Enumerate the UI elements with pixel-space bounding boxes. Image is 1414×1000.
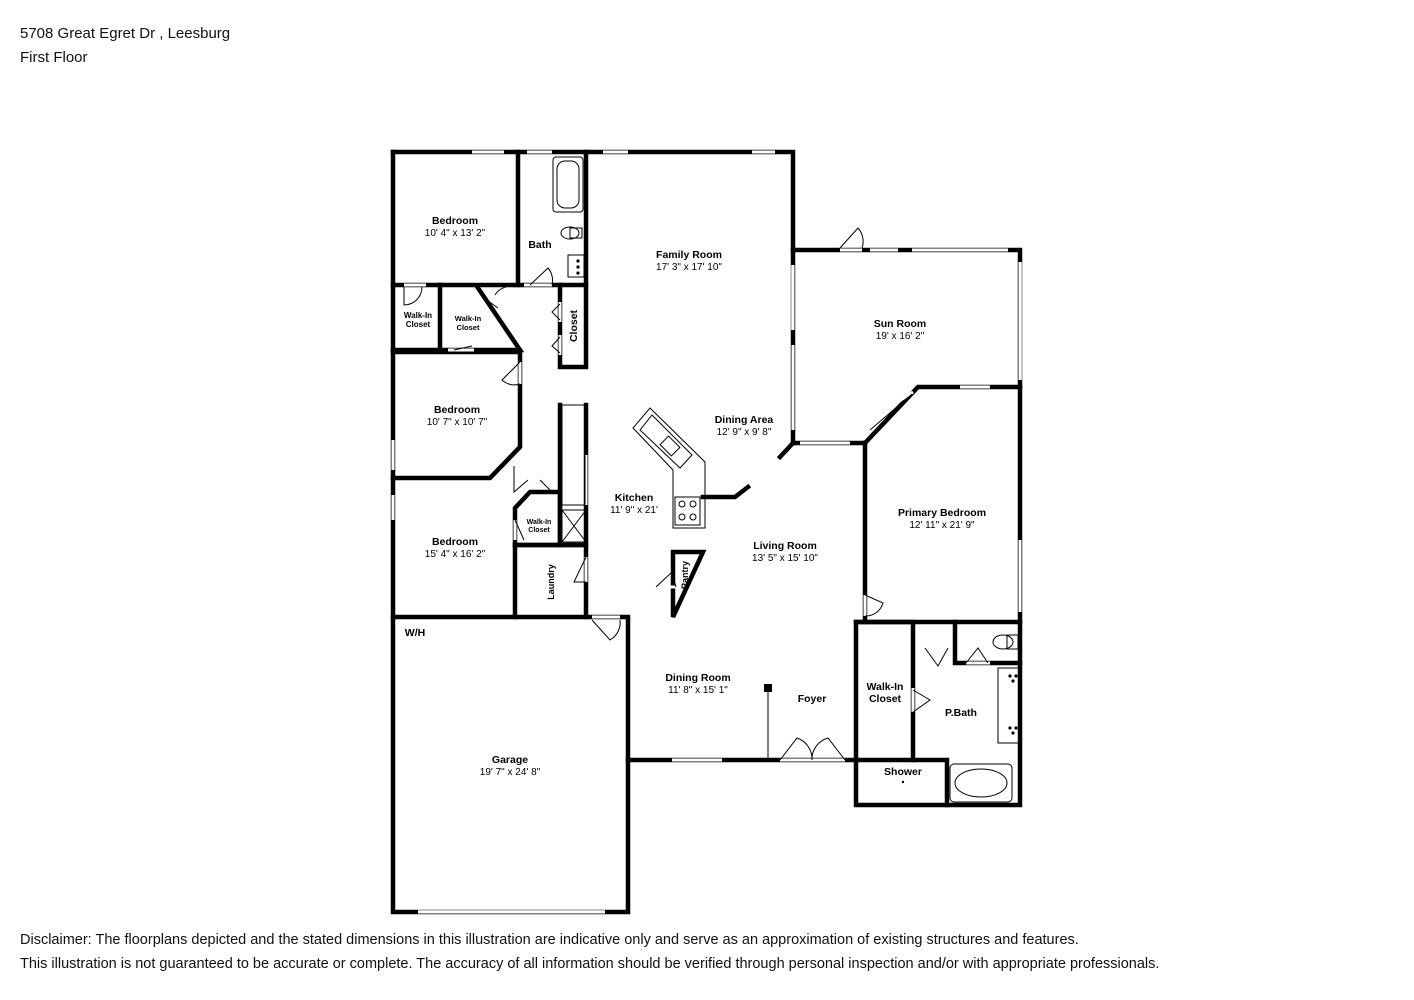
bedroom3-name: Bedroom	[432, 536, 478, 548]
living-room-dims: 13' 5" x 15' 10"	[752, 553, 818, 564]
tub-icon-primary	[949, 763, 1013, 803]
stove-icon	[674, 496, 701, 526]
pantry-name: Pantry	[680, 561, 690, 589]
wall-suite	[853, 619, 1023, 808]
wall-garage	[390, 614, 631, 915]
bedroom2-dims: 10' 7" x 10' 7"	[427, 417, 488, 428]
floor-label: First Floor	[20, 49, 88, 66]
disclaimer: Disclaimer: The floorplans depicted and …	[20, 928, 1159, 976]
dining-area-name: Dining Area	[715, 414, 774, 426]
laundry-name: Laundry	[546, 564, 556, 600]
wall-bedroom2	[390, 349, 523, 481]
family-room-name: Family Room	[656, 249, 722, 261]
kitchen-sink-icon	[659, 435, 681, 457]
bedroom3-dims: 15' 4" x 16' 2"	[425, 549, 486, 560]
wall-wc	[952, 619, 1023, 666]
bathtub-icon	[552, 156, 584, 213]
family-room-dims: 17' 3" x 17' 10"	[656, 262, 722, 273]
primary-bedroom-name: Primary Bedroom	[898, 507, 986, 519]
wall-stub-living	[776, 439, 797, 461]
wh-label: W/H	[405, 627, 425, 639]
fixtures	[552, 156, 1021, 803]
kitchen-dims: 11' 9" x 21'	[610, 505, 658, 516]
foyer-name: Foyer	[798, 693, 827, 705]
garage-dims: 19' 7" x 24' 8"	[480, 767, 541, 778]
dining-room-name: Dining Room	[665, 672, 730, 684]
wall-primary	[861, 384, 1023, 625]
walkin3-name: Walk-In	[527, 519, 552, 526]
foyer-post	[764, 684, 772, 692]
wall-stub-kitchen	[700, 483, 752, 500]
sink-icon	[567, 254, 585, 278]
double-vanity	[997, 667, 1021, 744]
shower-name: Shower	[884, 766, 922, 778]
walkin2-name2: Closet	[457, 323, 480, 332]
bedroom2-name: Bedroom	[434, 404, 480, 416]
walkin3-name2: Closet	[528, 527, 550, 534]
bedroom1-name: Bedroom	[432, 215, 478, 227]
dining-room-dims: 11' 8" x 15' 1"	[668, 685, 728, 696]
room-labels: Bedroom 10' 4" x 13' 2" Bath Family Room…	[404, 215, 986, 778]
kitchen-island	[632, 407, 706, 529]
wall-closet	[557, 282, 589, 370]
toilet-icon-primary	[992, 634, 1014, 650]
wall-laundry	[512, 542, 589, 620]
walkin1-name2: Closet	[406, 320, 431, 329]
closet-name: Closet	[568, 309, 580, 342]
walkin1-name: Walk-In	[404, 311, 432, 320]
wall-shower	[910, 757, 950, 808]
garage-name: Garage	[492, 754, 528, 766]
kitchen-counter	[561, 404, 586, 506]
fridge-icon	[561, 509, 587, 543]
header: 5708 Great Egret Dr , Leesburg First Flo…	[20, 22, 230, 70]
dining-area-dims: 12' 9" x 9' 8"	[717, 427, 772, 438]
disclaimer-line1: Disclaimer: The floorplans depicted and …	[20, 932, 1079, 948]
pbath-name: P.Bath	[945, 707, 977, 719]
living-room-name: Living Room	[753, 540, 817, 552]
walkin2-name: Walk-In	[455, 314, 482, 323]
wall-pantry	[670, 549, 707, 618]
shower-drain-icon	[901, 780, 905, 784]
bedroom1-dims: 10' 4" x 13' 2"	[425, 228, 486, 239]
walkin4-name: Walk-In	[867, 681, 904, 693]
sun-room-dims: 19' x 16' 2"	[876, 331, 925, 342]
walkin4-name2: Closet	[869, 693, 902, 705]
toilet-icon	[560, 226, 580, 240]
disclaimer-line2: This illustration is not guaranteed to b…	[20, 956, 1160, 972]
doors	[403, 227, 990, 762]
sun-room-name: Sun Room	[874, 318, 927, 330]
bath-name: Bath	[528, 239, 551, 251]
windows	[391, 150, 1023, 914]
kitchen-name: Kitchen	[615, 492, 654, 504]
wall-bath	[515, 149, 589, 288]
exterior-wall-top	[390, 149, 796, 446]
address-title: 5708 Great Egret Dr , Leesburg	[20, 25, 231, 42]
primary-bedroom-dims: 12' 11" x 21' 9"	[909, 520, 975, 531]
